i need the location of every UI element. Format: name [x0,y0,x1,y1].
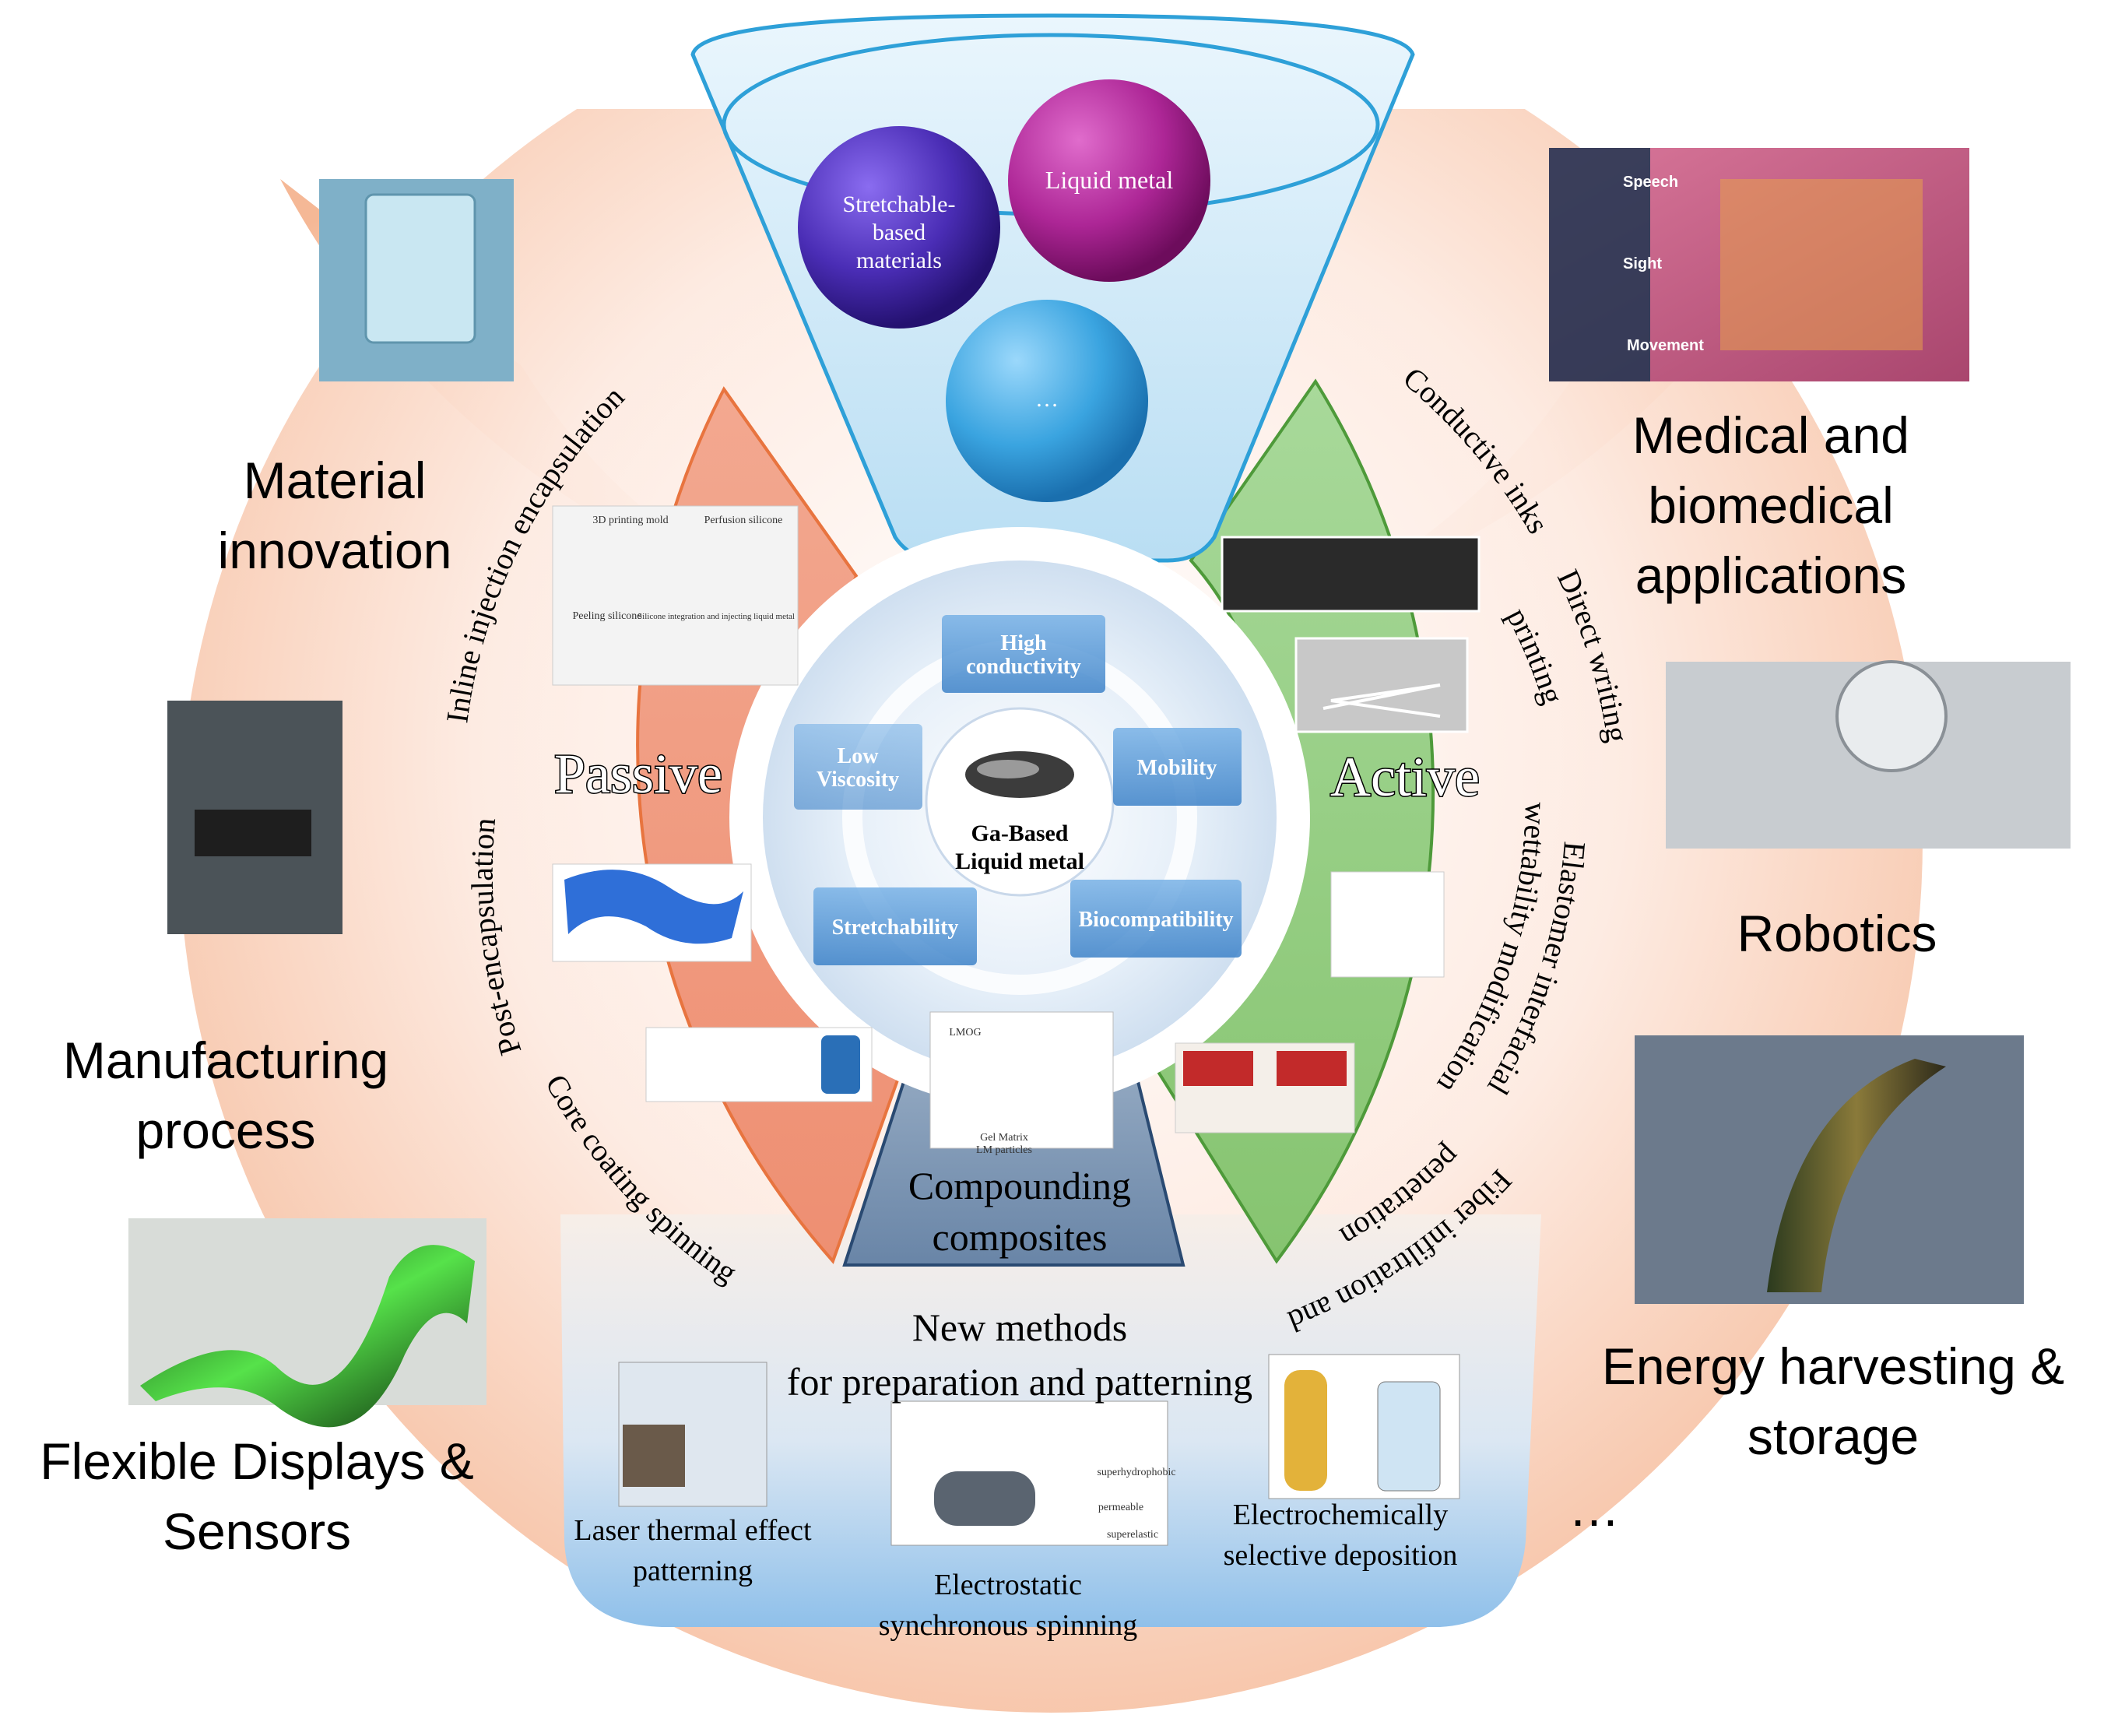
energy-label: Energy harvesting &storage [1602,1337,2064,1465]
solar-film [1767,1059,1946,1292]
active-panel-grid [1221,536,1481,613]
prop-label-stretchability: Stretchability [832,915,959,940]
ellipsis-sphere [946,300,1148,502]
laser-panel-dark [623,1425,685,1487]
manufacturing-photo-bed [195,810,311,856]
tag-peeling-silicone: Peeling silicone [572,610,641,622]
tag-permeable: permeable [1098,1502,1143,1513]
compounding-tag-lmog: LMOG [949,1027,981,1038]
brain-label-speech: Speech [1623,174,1678,191]
active-panel-chart [1330,871,1445,978]
tag-superelastic: superelastic [1107,1529,1158,1541]
passive-arc-inner [722,388,858,578]
prop-label-mobility: Mobility [1137,756,1217,780]
deposition-beaker [1377,1381,1441,1492]
stretchable-sphere [798,126,1000,329]
droplet-shine [977,760,1039,778]
brain-label-movement: Movement [1627,337,1704,354]
prop-box-biocompatibility [1070,880,1242,958]
prop-box-low-viscosity [794,724,922,810]
tag-perfusion-silicone: Perfusion silicone [704,515,783,526]
material-innovation-photo-glass [364,193,476,344]
tag-silicone-integration: Silicone integration and injecting liqui… [638,612,795,621]
wetting-red-block-b [1277,1051,1347,1086]
flexible-displays-label: Flexible Displays &Sensors [40,1432,474,1560]
writing-trace [1322,684,1441,718]
robot-head [1835,660,1948,772]
spinning-panel [890,1400,1168,1546]
hub-center [925,707,1115,897]
medical-photo-panel [1549,148,1650,381]
passive-wave-sheet [564,870,743,944]
wetting-red-block-a [1183,1051,1253,1086]
spinning-roll [934,1471,1035,1526]
coating-roll-icon [821,1035,860,1094]
prop-box-mobility [1113,728,1242,806]
active-panel-writing [1294,637,1469,733]
ellipsis-label: … [1035,386,1059,412]
prop-box-high-conductivity [942,615,1105,693]
robotics-label: Robotics [1737,905,1937,962]
liquid-metal-sphere [1008,79,1210,282]
prop-label-biocompatibility: Biocompatibility [1078,908,1233,932]
medical-photo-electrode [1720,179,1923,350]
flexible-display-screen [140,1245,475,1428]
compounding-panel [929,1011,1114,1149]
passive-panel-molding [552,505,799,686]
tag-superhydrophobic: superhydrophobic [1097,1467,1175,1478]
liquid-metal-label: Liquid metal [1045,166,1174,194]
ellipsis-label-right: … [1568,1479,1620,1537]
prop-box-stretchability [813,887,977,965]
deposition-plate [1284,1370,1327,1491]
tag-3d-printing-mold: 3D printing mold [592,515,668,526]
active-title: Active [1330,746,1480,808]
brain-label-sight: Sight [1623,255,1662,272]
passive-title: Passive [554,743,722,805]
